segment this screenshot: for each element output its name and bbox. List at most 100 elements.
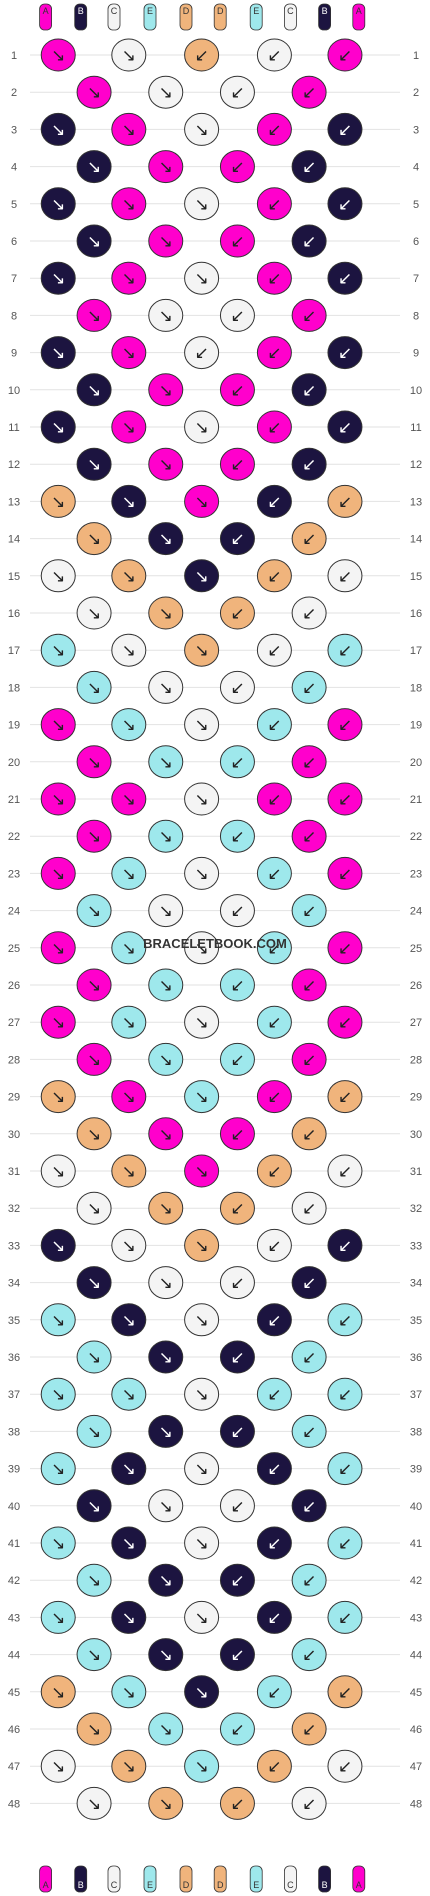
knot: ↘ (148, 224, 184, 258)
arrow-down-right-icon: ↘ (87, 1422, 101, 1442)
arrow-down-right-icon: ↘ (87, 1199, 101, 1219)
knot: ↙ (291, 373, 327, 407)
arrow-down-right-icon: ↘ (51, 567, 65, 587)
arrow-down-right-icon: ↘ (87, 455, 101, 475)
knot: ↘ (148, 1117, 184, 1151)
knot: ↙ (219, 1712, 255, 1746)
arrow-down-left-icon: ↙ (302, 976, 316, 996)
knot: ↘ (184, 1452, 220, 1486)
row-number-right: 36 (410, 1352, 422, 1364)
knot: ↘ (148, 373, 184, 407)
arrow-down-left-icon: ↙ (194, 344, 208, 364)
arrow-down-left-icon: ↙ (338, 1013, 352, 1033)
arrow-down-right-icon: ↘ (122, 1460, 136, 1480)
knot: ↙ (256, 187, 292, 221)
arrow-down-right-icon: ↘ (194, 1460, 208, 1480)
arrow-down-right-icon: ↘ (194, 567, 208, 587)
row-number-right: 29 (410, 1092, 422, 1104)
knot: ↙ (256, 1080, 292, 1114)
arrow-down-left-icon: ↙ (267, 344, 281, 364)
arrow-down-left-icon: ↙ (267, 1013, 281, 1033)
arrow-down-right-icon: ↘ (194, 1385, 208, 1405)
knot: ↘ (111, 1675, 147, 1709)
row-number-right: 27 (410, 1017, 422, 1029)
row-number-right: 20 (410, 757, 422, 769)
row-number-right: 32 (410, 1203, 422, 1215)
arrow-down-right-icon: ↘ (51, 1460, 65, 1480)
row-number-right: 31 (410, 1166, 422, 1178)
arrow-down-left-icon: ↙ (230, 753, 244, 773)
knot: ↘ (111, 484, 147, 518)
arrow-down-left-icon: ↙ (230, 827, 244, 847)
arrow-down-left-icon: ↙ (267, 790, 281, 810)
strand-letter: D (183, 6, 190, 16)
watermark-text: BRACELETBOOK.COM (143, 936, 287, 951)
arrow-down-right-icon: ↘ (159, 83, 173, 103)
knot: ↘ (76, 968, 112, 1002)
arrow-down-left-icon: ↙ (230, 1422, 244, 1442)
arrow-down-right-icon: ↘ (87, 1720, 101, 1740)
arrow-down-right-icon: ↘ (51, 1311, 65, 1331)
knot: ↘ (76, 745, 112, 779)
arrow-down-right-icon: ↘ (122, 46, 136, 66)
knot: ↘ (148, 150, 184, 184)
knot: ↘ (111, 261, 147, 295)
arrow-down-left-icon: ↙ (338, 1088, 352, 1108)
knot: ↙ (219, 150, 255, 184)
arrow-down-right-icon: ↘ (159, 1050, 173, 1070)
strand-tab-A: A (39, 3, 52, 31)
knot: ↙ (327, 931, 363, 965)
knot: ↙ (219, 1191, 255, 1225)
arrow-down-left-icon: ↙ (194, 46, 208, 66)
arrow-down-left-icon: ↙ (338, 120, 352, 140)
knot: ↘ (40, 112, 76, 146)
knot: ↘ (184, 484, 220, 518)
knot: ↙ (219, 968, 255, 1002)
arrow-down-left-icon: ↙ (338, 567, 352, 587)
knot: ↘ (184, 1377, 220, 1411)
knot: ↘ (76, 1638, 112, 1672)
knot: ↙ (327, 633, 363, 667)
strand-letter: E (147, 6, 153, 16)
arrow-down-right-icon: ↘ (122, 120, 136, 140)
knot: ↘ (148, 670, 184, 704)
knot: ↙ (327, 336, 363, 370)
knot: ↙ (291, 1563, 327, 1597)
arrow-down-right-icon: ↘ (194, 1013, 208, 1033)
knot: ↘ (40, 1377, 76, 1411)
arrow-down-right-icon: ↘ (159, 753, 173, 773)
arrow-down-right-icon: ↘ (159, 530, 173, 550)
knot: ↘ (76, 596, 112, 630)
arrow-down-left-icon: ↙ (267, 1460, 281, 1480)
row-number-right: 6 (413, 236, 419, 248)
knot: ↘ (76, 1489, 112, 1523)
knot: ↘ (76, 522, 112, 556)
knot: ↙ (327, 1600, 363, 1634)
arrow-down-left-icon: ↙ (267, 1162, 281, 1182)
arrow-down-right-icon: ↘ (122, 1162, 136, 1182)
arrow-down-right-icon: ↘ (122, 1385, 136, 1405)
row-number-right: 45 (410, 1687, 422, 1699)
knot: ↘ (76, 1191, 112, 1225)
arrow-down-right-icon: ↘ (194, 269, 208, 289)
row-number-left: 8 (11, 310, 17, 322)
arrow-down-left-icon: ↙ (338, 939, 352, 959)
knot-grid: ↘↘↙↙↙↘↘↙↙↘↘↘↙↙↘↘↙↙↘↘↘↙↙↘↘↙↙↘↘↘↙↙↘↘↙↙↘↘↙↙… (40, 38, 363, 1820)
knot: ↙ (219, 373, 255, 407)
arrow-down-left-icon: ↙ (267, 1683, 281, 1703)
knot: ↙ (256, 931, 292, 965)
row-number-left: 24 (8, 906, 20, 918)
strand-tab-C: C (107, 1865, 121, 1893)
knot: ↘ (111, 931, 147, 965)
knot: ↘ (111, 1080, 147, 1114)
knot: ↙ (291, 298, 327, 332)
knot: ↙ (219, 819, 255, 853)
knot: ↙ (256, 782, 292, 816)
arrow-down-left-icon: ↙ (338, 418, 352, 438)
knot: ↙ (291, 968, 327, 1002)
knot: ↙ (219, 894, 255, 928)
row-number-right: 10 (410, 385, 422, 397)
knot: ↘ (40, 1228, 76, 1262)
knot: ↘ (148, 745, 184, 779)
row-number-left: 3 (11, 124, 17, 136)
